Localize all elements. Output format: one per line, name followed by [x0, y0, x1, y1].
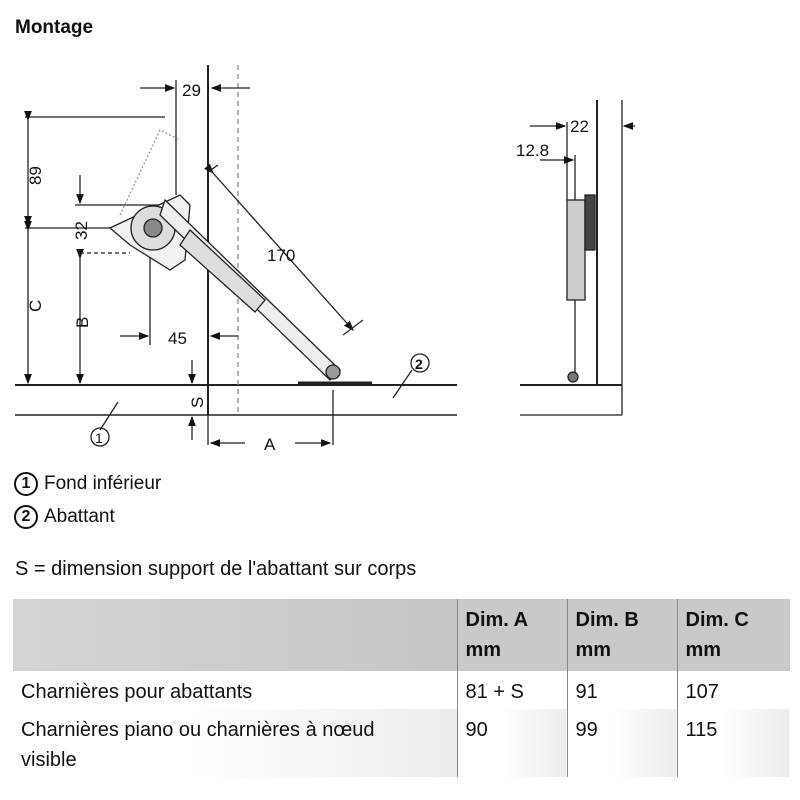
- callout-1: 1: [95, 430, 103, 446]
- table-row: Charnières pour abattants 81 + S 91 107: [13, 671, 790, 709]
- dim-s-label: S: [188, 397, 207, 408]
- dim-c-value: 115: [676, 709, 790, 777]
- dim-a-value: 81 + S: [456, 671, 567, 709]
- s-definition-note: S = dimension support de l'abattant sur …: [15, 558, 417, 580]
- legend-item-2: 2 Abattant: [14, 505, 115, 529]
- dim-32-label: 32: [72, 221, 91, 240]
- section-title: Montage: [15, 17, 94, 38]
- callout-number: 2: [14, 505, 38, 529]
- dim-b-value: 91: [566, 671, 677, 709]
- callout-number: 1: [14, 472, 38, 496]
- dim-29-label: 29: [182, 81, 201, 100]
- table-row: Charnières piano ou charnières à nœud vi…: [13, 709, 790, 777]
- row-label: Charnières piano ou charnières à nœud vi…: [13, 709, 457, 777]
- mounting-drawing: 29 89 32 C B 170 45 S A 22 12.8 1 2: [15, 65, 635, 454]
- row-label: Charnières pour abattants: [21, 681, 253, 703]
- dim-170-label: 170: [267, 246, 295, 265]
- callout-2: 2: [415, 356, 423, 372]
- dim-a-value: 90: [456, 709, 567, 777]
- dim-c-label: C: [26, 300, 45, 312]
- legend-label: Fond inférieur: [44, 473, 162, 494]
- dim-45-label: 45: [168, 329, 187, 348]
- legend-item-1: 1 Fond inférieur: [14, 472, 161, 496]
- dim-22-label: 22: [570, 117, 589, 136]
- dim-b-value: 99: [566, 709, 677, 777]
- dim-a-label: A: [264, 435, 276, 454]
- legend-label: Abattant: [44, 506, 115, 527]
- dim-b-label: B: [73, 317, 92, 328]
- dim-c-value: 107: [676, 671, 790, 709]
- dim-89-label: 89: [26, 166, 45, 185]
- dim-12-8-label: 12.8: [516, 141, 549, 160]
- header-blank: [13, 599, 457, 671]
